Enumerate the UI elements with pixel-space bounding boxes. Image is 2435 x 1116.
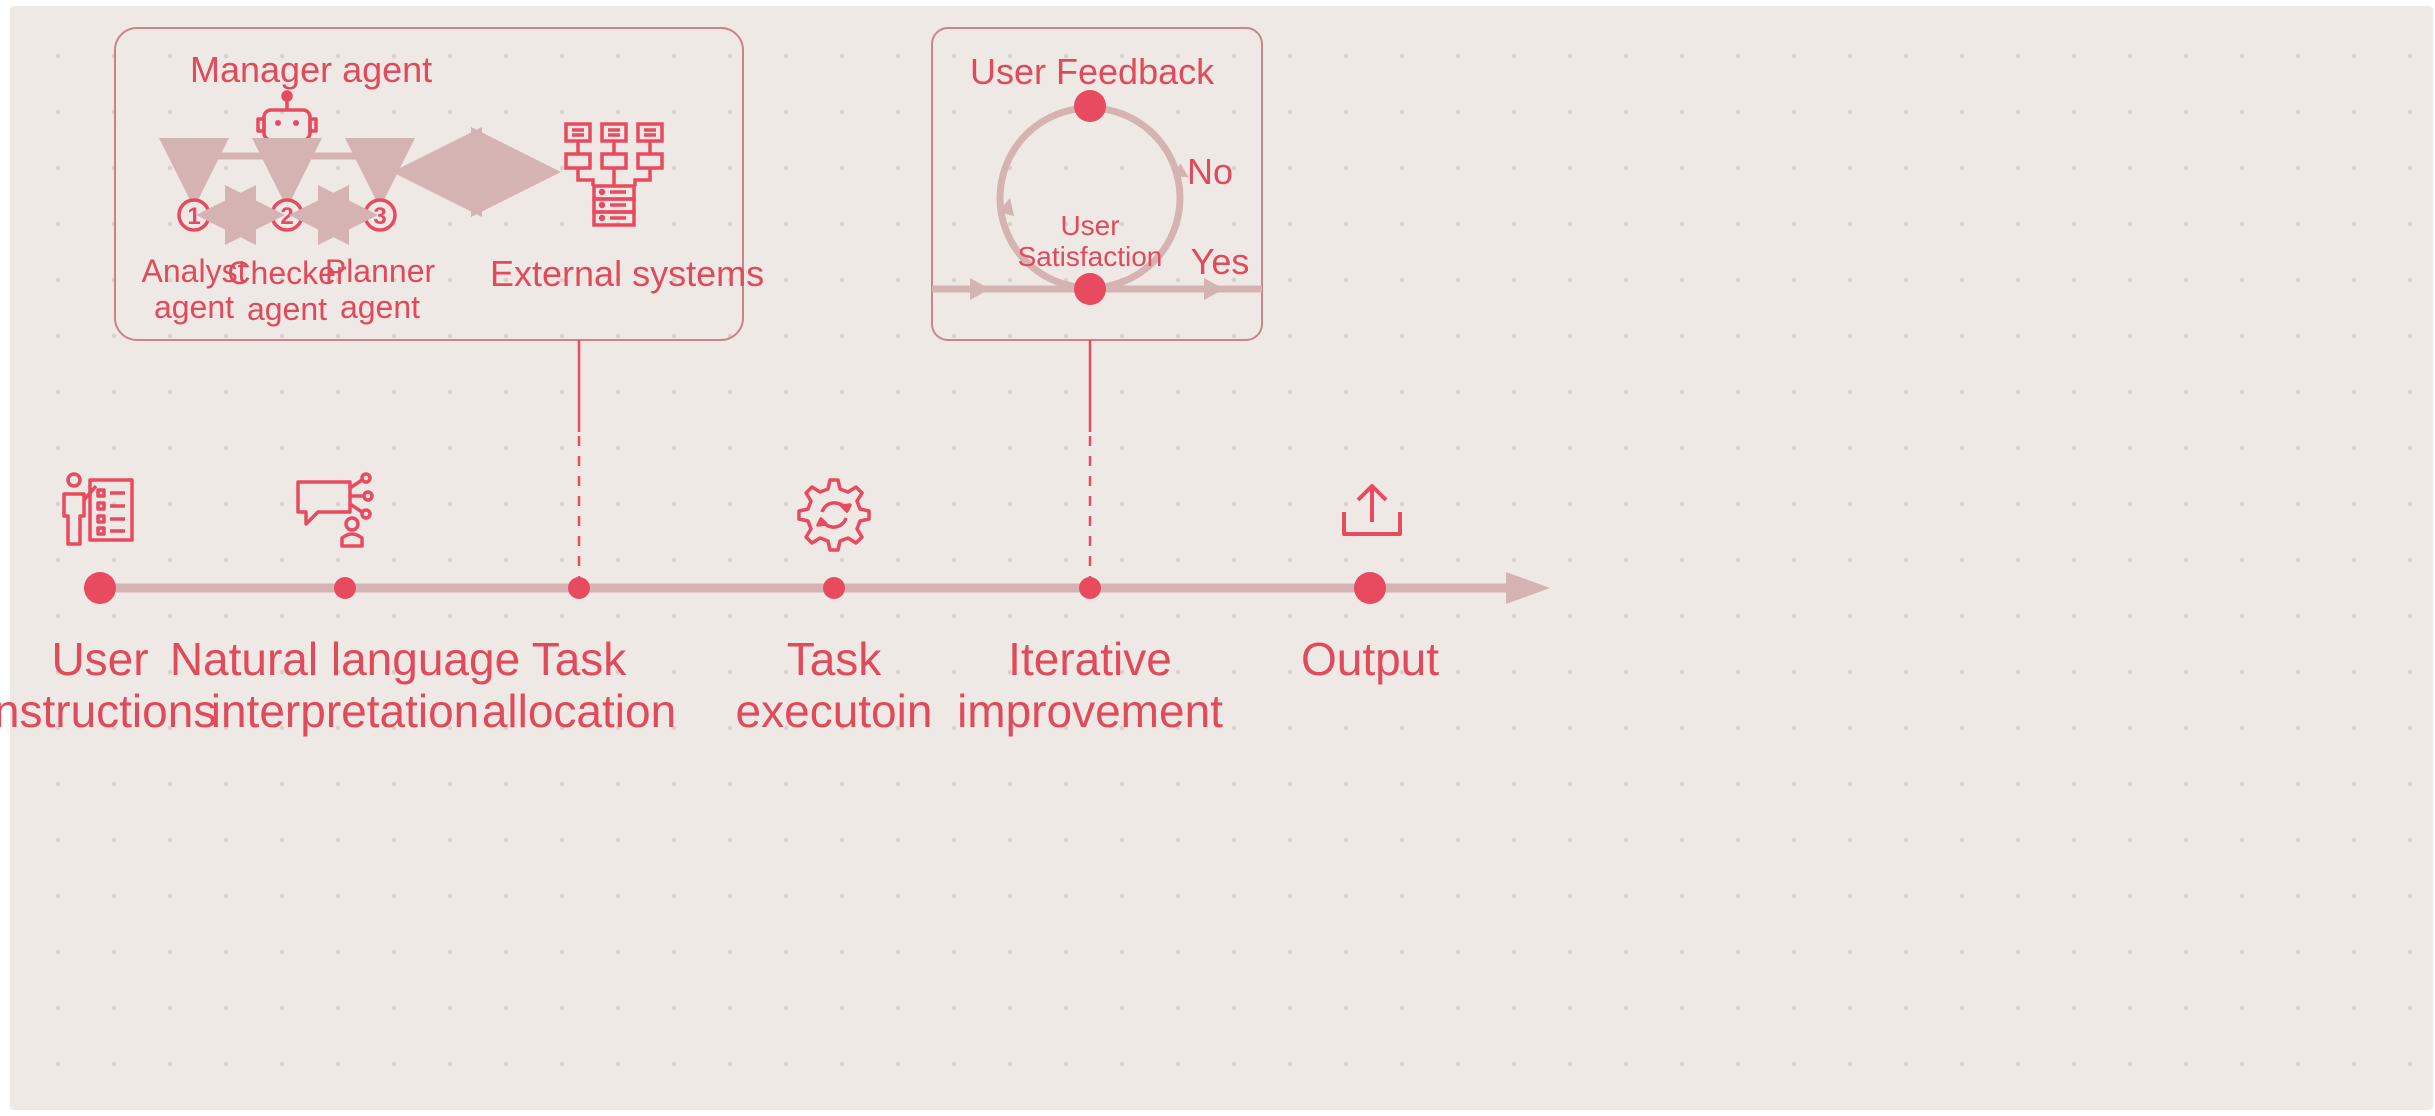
svg-text:1: 1 [187, 203, 200, 230]
stage-node-interpretation [334, 577, 356, 599]
stage-label-execution-line2: executoin [735, 684, 933, 737]
loop-arrowheads [998, 163, 1189, 216]
agent-planner-circle: 3 [363, 198, 397, 232]
agent-checker-label-line1: Checker [227, 255, 347, 291]
stage-label-interpretation: Natural language interpretation [145, 633, 545, 737]
stage-label-improvement-line1: Iterative [1008, 633, 1172, 685]
agent-analyst-circle: 1 [177, 198, 211, 232]
agent-analyst-label-line2: agent [153, 288, 235, 325]
stage-label-output: Output [1170, 633, 1570, 686]
stage-label-interpretation-line2: interpretation [210, 684, 480, 737]
no-label: No [1186, 151, 1234, 192]
stage-node-user-instructions [84, 572, 116, 604]
stage-label-interpretation-line1: Natural language [169, 633, 521, 685]
stage-node-execution [823, 577, 845, 599]
external-systems-label: External systems [490, 253, 765, 294]
feedback-box [931, 27, 1263, 341]
flow-arrowhead-out [1204, 278, 1224, 300]
upload-tray-icon [1342, 484, 1402, 536]
user-satisfaction-label-line1: User [1060, 210, 1120, 241]
robot-icon [256, 90, 318, 142]
stage-label-improvement: Iterative improvement [890, 633, 1290, 737]
stage-label-user-instructions-line2: instructions [0, 684, 217, 737]
stage-node-improvement [1079, 577, 1101, 599]
stage-label-user-instructions-line1: User [51, 633, 149, 685]
stage-node-output [1354, 572, 1386, 604]
stage-label-improvement-line2: improvement [957, 684, 1223, 737]
manager-box [114, 27, 744, 341]
agent-tree-connectors [159, 138, 415, 208]
stage-label-allocation-line1: Task [531, 633, 627, 685]
user-feedback-title: User Feedback [970, 51, 1215, 92]
svg-text:2: 2 [280, 203, 293, 230]
chat-network-user-icon [296, 472, 374, 548]
agent-analyst-label-line1: Analyst [141, 253, 247, 289]
user-satisfaction-node [1074, 273, 1106, 305]
agent-checker-label: Checker agent [177, 255, 397, 328]
timeline-arrowhead [1506, 572, 1550, 604]
agent-planner-label-line1: Planner [324, 253, 436, 289]
user-feedback-node [1074, 90, 1106, 122]
user-satisfaction-label: User Satisfaction [1000, 210, 1180, 273]
agent-checker-circle: 2 [270, 198, 304, 232]
flow-arrowhead-in [970, 278, 990, 300]
stage-label-user-instructions: User instructions [0, 633, 300, 737]
stage-label-execution: Task executoin [634, 633, 1034, 737]
agent-checker-label-line2: agent [246, 290, 328, 327]
stage-label-allocation: Task allocation [379, 633, 779, 737]
stage-node-allocation [568, 577, 590, 599]
manager-agent-title: Manager agent [190, 49, 433, 90]
presentation-checklist-icon [62, 472, 134, 546]
stage-label-execution-line1: Task [786, 633, 882, 685]
user-satisfaction-label-line2: Satisfaction [1017, 241, 1163, 273]
diagram-svg: 1 2 3 [62, 27, 1550, 604]
svg-text:3: 3 [373, 203, 386, 230]
gear-sync-icon [797, 478, 871, 552]
stage-label-allocation-line2: allocation [481, 684, 677, 737]
agent-planner-label: Planner agent [270, 253, 490, 326]
agent-planner-label-line2: agent [339, 288, 421, 325]
diagram-canvas: 1 2 3 [0, 6, 2433, 1110]
yes-label: Yes [1190, 241, 1250, 282]
stage-label-output-line1: Output [1300, 633, 1440, 685]
agent-analyst-label: Analyst agent [84, 253, 304, 326]
servers-icon [564, 122, 664, 227]
